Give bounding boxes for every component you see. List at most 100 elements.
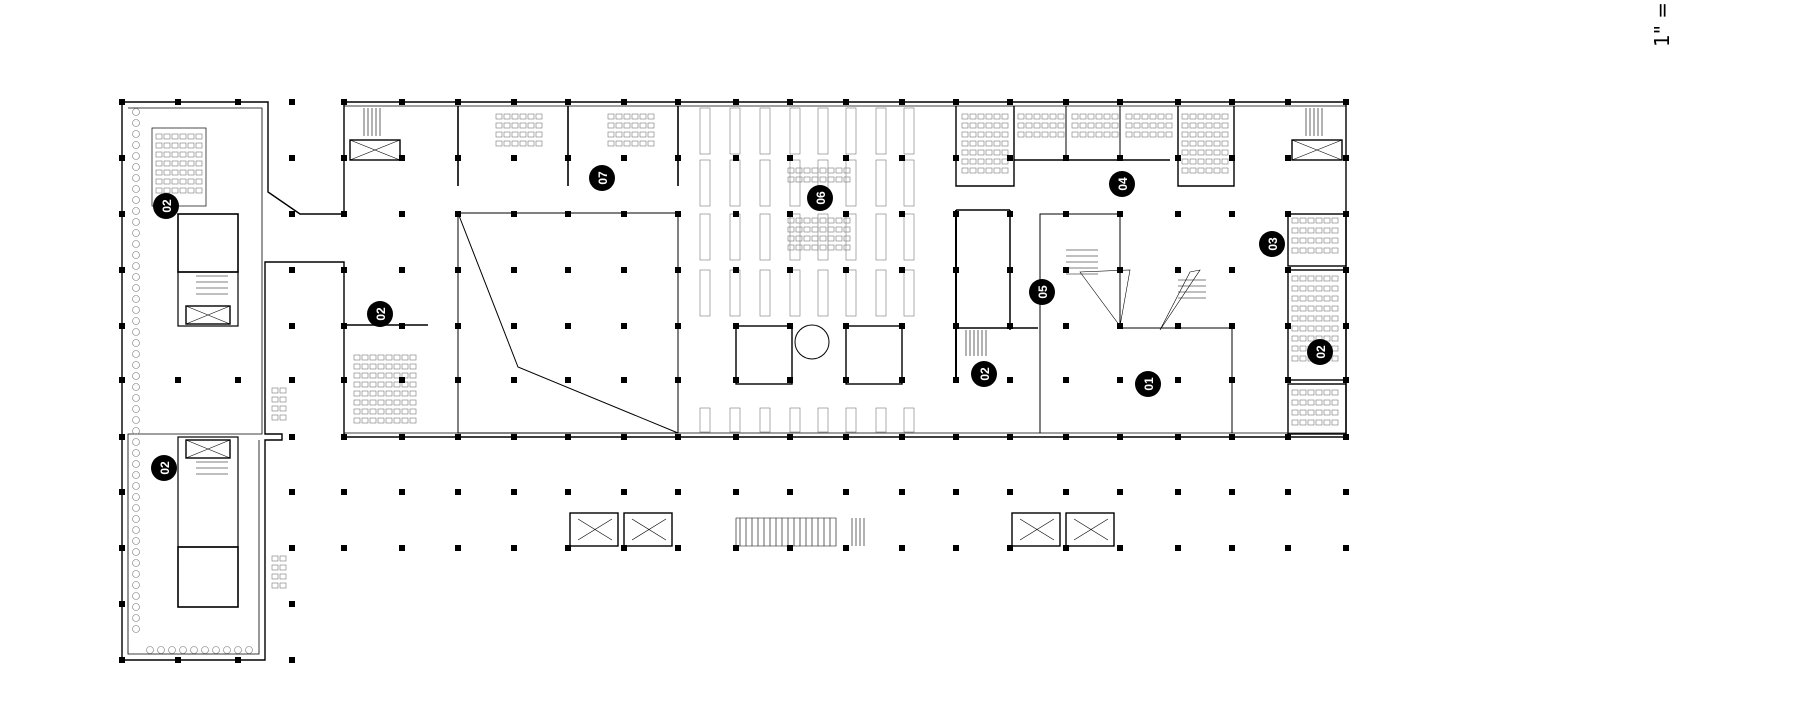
desk xyxy=(361,390,369,397)
column xyxy=(621,489,627,495)
east-meeting-room xyxy=(1287,213,1347,267)
desk xyxy=(969,149,977,156)
table xyxy=(789,213,801,261)
desk xyxy=(393,417,401,424)
column xyxy=(289,489,295,495)
seat xyxy=(132,493,140,501)
desk xyxy=(409,372,417,379)
column xyxy=(1229,545,1235,551)
desk xyxy=(1323,389,1331,396)
column xyxy=(1343,489,1349,495)
seat xyxy=(132,207,140,215)
desk xyxy=(1299,399,1307,406)
desk xyxy=(1307,325,1315,332)
desk xyxy=(1165,131,1173,138)
seat xyxy=(201,646,209,654)
desk xyxy=(393,381,401,388)
desk xyxy=(377,372,385,379)
desk xyxy=(511,140,519,147)
column xyxy=(953,99,959,105)
desk xyxy=(1299,227,1307,234)
room-tag-label: 06 xyxy=(814,191,828,205)
desk xyxy=(1025,122,1033,129)
room-tag-02: 02 xyxy=(153,193,179,219)
seat xyxy=(132,295,140,303)
elevator-north-west xyxy=(349,139,401,161)
desk xyxy=(377,408,385,415)
column xyxy=(511,323,517,329)
desk xyxy=(1307,335,1315,342)
desk xyxy=(1299,247,1307,254)
seat xyxy=(132,559,140,567)
column xyxy=(953,155,959,161)
desk xyxy=(1315,389,1323,396)
desk xyxy=(535,140,543,147)
column xyxy=(953,545,959,551)
desk xyxy=(271,414,279,421)
seat xyxy=(132,350,140,358)
desk xyxy=(639,131,647,138)
desk xyxy=(827,217,835,224)
desk xyxy=(819,217,827,224)
seat xyxy=(132,405,140,413)
desk xyxy=(1315,399,1323,406)
column xyxy=(399,434,405,440)
room-tag-label: 02 xyxy=(374,307,388,321)
column xyxy=(1063,377,1069,383)
stair-hatching xyxy=(196,108,1323,547)
desk xyxy=(155,133,163,140)
desk xyxy=(187,187,195,194)
seat xyxy=(146,646,154,654)
column xyxy=(341,377,347,383)
desk xyxy=(795,244,803,251)
desk xyxy=(1057,122,1065,129)
table xyxy=(903,213,915,261)
desk xyxy=(179,142,187,149)
desk xyxy=(369,408,377,415)
desk xyxy=(171,151,179,158)
column xyxy=(289,601,295,607)
room-tag-01: 01 xyxy=(1135,371,1161,397)
desk xyxy=(409,399,417,406)
column xyxy=(399,323,405,329)
desk xyxy=(495,140,503,147)
seat xyxy=(132,317,140,325)
column xyxy=(175,377,181,383)
desk xyxy=(1049,113,1057,120)
desk xyxy=(827,235,835,242)
desk xyxy=(1149,131,1157,138)
desk xyxy=(279,555,287,562)
desk xyxy=(353,363,361,370)
desk xyxy=(1331,285,1339,292)
desk xyxy=(1291,355,1299,362)
table xyxy=(729,159,741,207)
desk xyxy=(1103,131,1111,138)
seat xyxy=(132,229,140,237)
desk xyxy=(535,113,543,120)
desk xyxy=(1133,122,1141,129)
column xyxy=(565,489,571,495)
desk xyxy=(811,217,819,224)
desk xyxy=(195,151,203,158)
column xyxy=(399,99,405,105)
column xyxy=(511,99,517,105)
seat xyxy=(132,416,140,424)
desk xyxy=(1205,113,1213,120)
desk xyxy=(1079,113,1087,120)
desk xyxy=(179,133,187,140)
desk xyxy=(535,122,543,129)
seat xyxy=(132,515,140,523)
desk xyxy=(639,140,647,147)
desk xyxy=(1213,149,1221,156)
column xyxy=(341,155,347,161)
column xyxy=(1229,211,1235,217)
desk xyxy=(385,408,393,415)
seat xyxy=(212,646,220,654)
elevator-north-east xyxy=(1291,139,1343,161)
desk xyxy=(1291,419,1299,426)
column xyxy=(565,267,571,273)
column xyxy=(1229,434,1235,440)
desk xyxy=(623,131,631,138)
room-tag-02: 02 xyxy=(971,361,997,387)
desk xyxy=(639,113,647,120)
